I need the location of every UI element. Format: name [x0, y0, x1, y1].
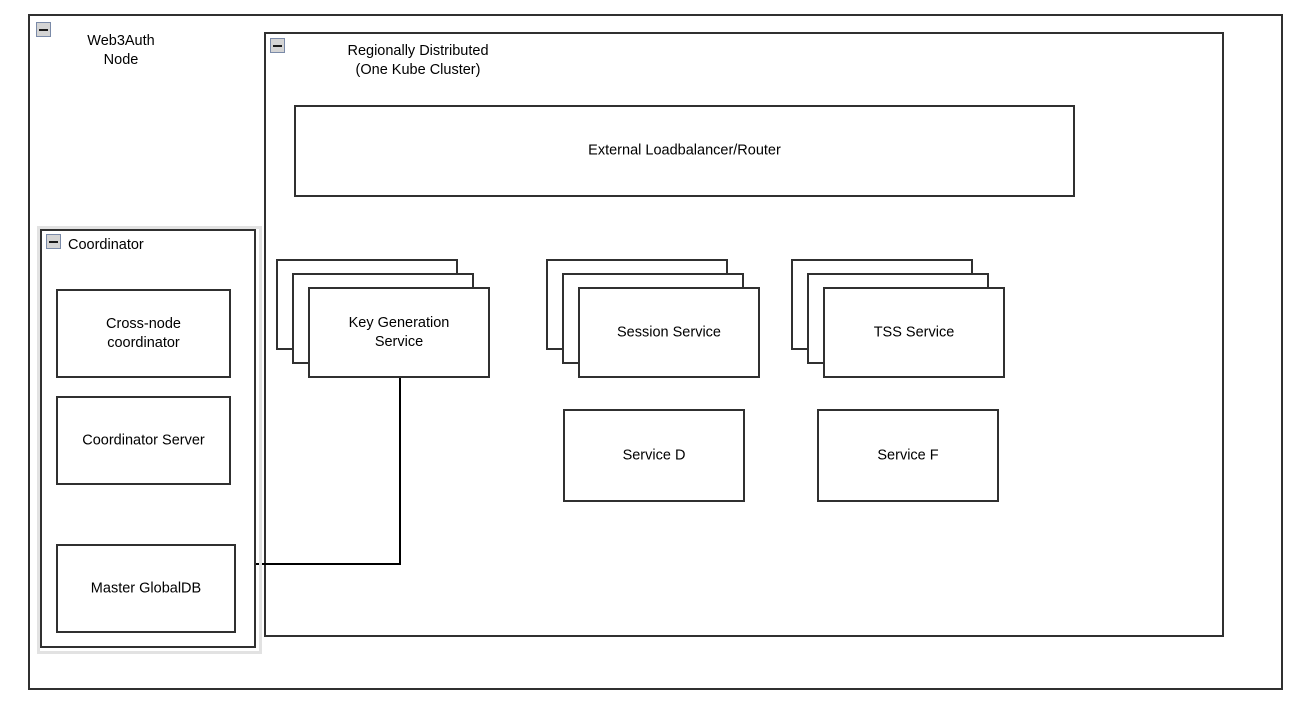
node-session-service-stack[interactable]: Session Service: [546, 259, 760, 378]
node-label: Coordinator Server: [82, 432, 205, 448]
stack-sheet-front[interactable]: TSS Service: [823, 287, 1005, 378]
node-external-loadbalancer-router[interactable]: External Loadbalancer/Router: [294, 105, 1075, 197]
label-coordinator: Coordinator: [68, 237, 144, 253]
label-regionally-distributed: Regionally Distributed (One Kube Cluster…: [347, 43, 489, 78]
minus-bar: [49, 240, 58, 243]
node-label: Cross-node coordinator: [106, 315, 181, 351]
stack-sheet-front[interactable]: Key Generation Service: [308, 287, 490, 378]
node-label: Service F: [877, 447, 939, 463]
node-coordinator-server[interactable]: Coordinator Server: [56, 396, 231, 485]
node-label: Service D: [622, 447, 686, 463]
collapse-minus-icon-coordinator[interactable]: [46, 234, 61, 249]
connector-keygen-to-globaldb-horizontal: [246, 563, 401, 565]
label-web3auth-node: Web3Auth Node: [87, 33, 155, 68]
connector-keygen-to-globaldb-vertical: [399, 378, 401, 565]
node-key-generation-service-stack[interactable]: Key Generation Service: [276, 259, 490, 378]
node-label: Key Generation Service: [348, 314, 450, 350]
node-service-f[interactable]: Service F: [817, 409, 999, 502]
node-label: External Loadbalancer/Router: [588, 142, 781, 159]
node-label: Session Service: [617, 324, 721, 340]
node-cross-node-coordinator[interactable]: Cross-node coordinator: [56, 289, 231, 378]
node-label: Master GlobalDB: [90, 580, 202, 596]
minus-bar: [39, 28, 48, 31]
collapse-minus-icon-web3auth-node[interactable]: [36, 22, 51, 37]
minus-bar: [273, 44, 282, 47]
node-master-globaldb[interactable]: Master GlobalDB: [56, 544, 236, 633]
node-label: TSS Service: [873, 324, 955, 340]
node-service-d[interactable]: Service D: [563, 409, 745, 502]
collapse-minus-icon-regionally-distributed[interactable]: [270, 38, 285, 53]
stack-sheet-front[interactable]: Session Service: [578, 287, 760, 378]
node-tss-service-stack[interactable]: TSS Service: [791, 259, 1005, 378]
